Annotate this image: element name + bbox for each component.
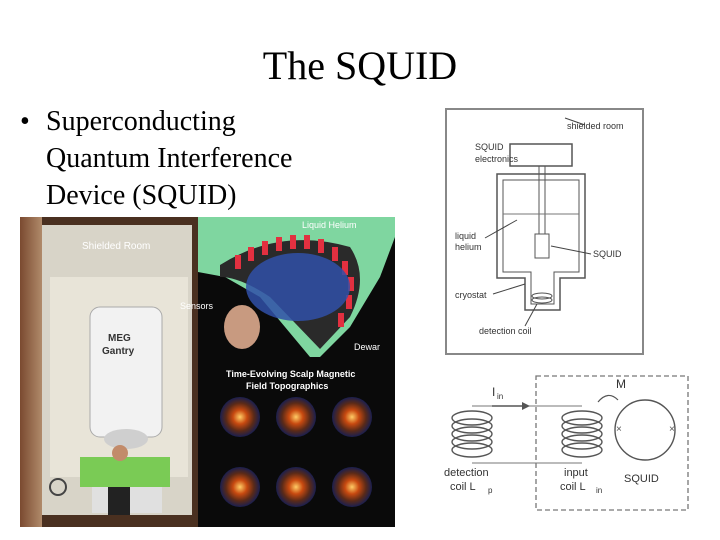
label-current: I (492, 385, 495, 399)
slide-title: The SQUID (262, 43, 458, 88)
sensor-array (235, 235, 354, 327)
label-current-sub: in (497, 392, 503, 401)
leader-detection-coil (524, 303, 538, 327)
arrow-head-icon (522, 402, 530, 410)
patient-head (112, 445, 128, 461)
mutual-arrow-icon (597, 394, 619, 403)
meg-helmet (104, 429, 148, 449)
label-detection-2: coil L (450, 481, 476, 493)
label-meg: MEG (108, 333, 131, 344)
label-topo-line2: Field Topographics (246, 381, 328, 391)
detection-coil-shape (531, 292, 553, 300)
label-liquid-1: liquid (455, 231, 476, 241)
label-cryostat: cryostat (455, 290, 487, 300)
label-input-1: input (564, 467, 588, 479)
label-liquid-helium: Liquid Helium (302, 220, 357, 230)
label-shielded-room: shielded room (567, 121, 624, 131)
label-liquid-2: helium (455, 242, 482, 252)
squid-circuit-diagram: I in × × M detection coil L p input coil… (444, 375, 689, 511)
squid-element (534, 233, 550, 259)
wheel-icon (49, 478, 67, 496)
label-detection-1: detection (444, 467, 489, 479)
topography-maps (220, 397, 372, 507)
bullet-dot-icon: • (20, 106, 30, 137)
cryostat-diagram: shielded room SQUID electronics liquid h… (445, 108, 644, 355)
junction-right-icon: × (669, 424, 675, 435)
squid-electronics-box (509, 143, 573, 167)
label-detection-sub: p (488, 486, 493, 495)
meg-gantry-body (89, 306, 163, 438)
junction-left-icon: × (616, 424, 622, 435)
label-squid-electronics-2: electronics (475, 154, 519, 164)
squid-enclosure (535, 375, 689, 511)
door-frame-left (20, 217, 42, 527)
label-topo-line1: Time-Evolving Scalp Magnetic (226, 369, 355, 379)
cryostat-inner (502, 179, 580, 305)
bullet-line-2: Quantum Interference (46, 143, 293, 174)
leader-squid (550, 245, 592, 255)
patient-legs (108, 487, 130, 515)
squid-loop (614, 399, 676, 461)
brain-sensor-dots (246, 253, 350, 321)
label-input-sub: in (596, 486, 602, 495)
label-shielded-room: Shielded Room (82, 241, 150, 252)
label-mutual: M (616, 377, 626, 391)
head-face (224, 305, 260, 349)
cryostat-vessel (496, 173, 586, 311)
detection-coil-icon (451, 410, 493, 458)
input-coil-icon (561, 410, 603, 458)
bullet-line-3: Device (SQUID) (46, 180, 237, 211)
label-detection-coil: detection coil (479, 326, 532, 336)
label-squid: SQUID (624, 473, 659, 485)
leader-liquid (484, 219, 518, 239)
label-sensors: Sensors (180, 301, 214, 311)
patient-shirt (80, 457, 170, 487)
leader-cryostat (492, 283, 526, 295)
label-gantry: Gantry (102, 346, 135, 357)
meg-photo-panel: Shielded Room MEG Gantry Liquid Helium S… (20, 217, 395, 527)
label-squid: SQUID (593, 249, 622, 259)
leader-shielded-room (564, 117, 586, 126)
label-dewar: Dewar (354, 342, 380, 352)
bullet-line-1: Superconducting (46, 106, 236, 137)
label-squid-electronics-1: SQUID (475, 142, 504, 152)
label-input-2: coil L (560, 481, 586, 493)
